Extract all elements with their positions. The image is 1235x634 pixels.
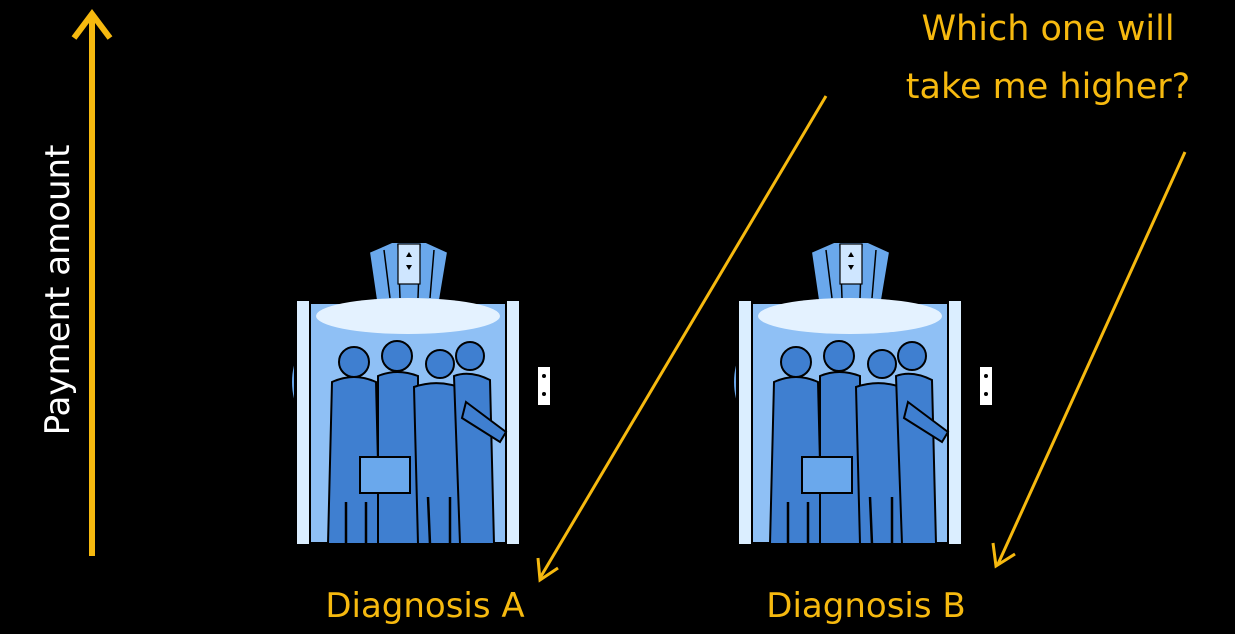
diagnosis-b-label: Diagnosis B (766, 586, 966, 626)
arrow-to-diagnosis-a-icon (536, 95, 828, 583)
y-axis-label: Payment amount (38, 144, 78, 436)
diagnosis-a-label: Diagnosis A (325, 586, 525, 626)
elevator-b-icon (731, 240, 995, 547)
up-arrow-icon (71, 9, 113, 556)
question-callout: Which one will take me higher? (858, 0, 1235, 116)
elevator-a-icon (289, 240, 553, 547)
question-line-2: take me higher? (905, 67, 1191, 107)
question-line-1: Which one will (921, 9, 1175, 49)
arrow-to-diagnosis-b-icon (991, 151, 1187, 569)
